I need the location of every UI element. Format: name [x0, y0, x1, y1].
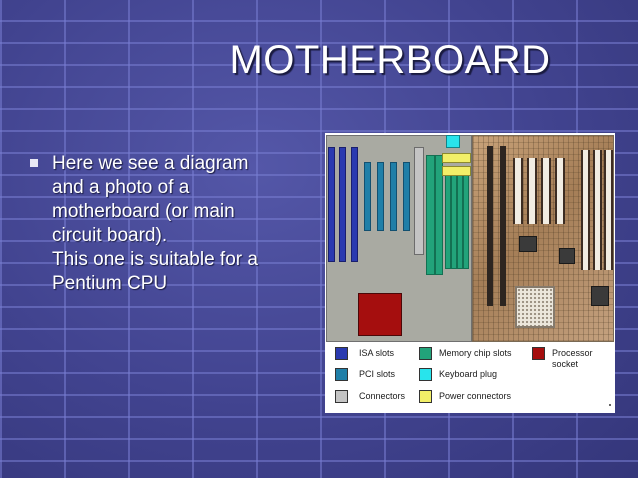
memory-chip-slots-swatch	[419, 347, 432, 360]
photo-chip	[519, 236, 537, 252]
stray-dot	[609, 404, 611, 406]
photo-processor-socket	[515, 286, 555, 328]
pci-slot	[390, 162, 397, 231]
photo-chip	[559, 248, 575, 264]
isa-slot	[328, 147, 335, 262]
pci-slot	[403, 162, 410, 231]
keyboard-plug	[446, 135, 460, 148]
diagram-legend: ISA slots PCI slots Connectors Memory ch…	[325, 345, 615, 413]
pci-slots-swatch	[335, 368, 348, 381]
legend-keyboard-plug: Keyboard plug	[439, 369, 497, 380]
legend-isa-slots: ISA slots	[359, 348, 394, 359]
isa-slot	[339, 147, 346, 262]
pci-slot	[364, 162, 371, 231]
photo-pci-slot	[541, 158, 551, 224]
legend-connectors: Connectors	[359, 391, 405, 402]
motherboard-figure: ISA slots PCI slots Connectors Memory ch…	[325, 133, 615, 413]
keyboard-plug-swatch	[419, 368, 432, 381]
legend-pci-slots: PCI slots	[359, 369, 395, 380]
memory-chip-slot	[426, 155, 435, 275]
slide-title: MOTHERBOARD	[150, 38, 630, 83]
bullet-line: and a photo of a	[52, 176, 330, 200]
photo-pci-slot	[527, 158, 537, 224]
bullet-line: Here we see a diagram	[52, 152, 330, 176]
legend-power-connectors: Power connectors	[439, 391, 511, 402]
square-bullet-icon	[30, 159, 38, 167]
photo-chip	[591, 286, 609, 306]
photo-memory-slot	[593, 150, 602, 270]
photo-pci-slot	[555, 158, 565, 224]
photo-isa-slot	[487, 146, 493, 306]
processor-socket-swatch	[532, 347, 545, 360]
bullet-line: motherboard (or main	[52, 200, 330, 224]
photo-pci-slot	[513, 158, 523, 224]
bullet-line: Pentium CPU	[52, 272, 330, 296]
connectors-swatch	[335, 390, 348, 403]
bullet-point: Here we see a diagram and a photo of a m…	[30, 152, 330, 296]
pci-slot	[377, 162, 384, 231]
motherboard-photo	[472, 135, 614, 342]
memory-chip-slot	[463, 175, 469, 269]
photo-memory-slot	[581, 150, 590, 270]
processor-socket	[358, 293, 402, 336]
bullet-line: This one is suitable for a	[52, 248, 330, 272]
legend-memory-chip-slots: Memory chip slots	[439, 348, 512, 359]
legend-processor-socket: Processor socket	[552, 348, 604, 370]
isa-slot	[351, 147, 358, 262]
power-connector	[442, 153, 471, 163]
motherboard-diagram	[326, 135, 472, 342]
isa-slots-swatch	[335, 347, 348, 360]
power-connectors-swatch	[419, 390, 432, 403]
bullet-text: Here we see a diagram and a photo of a m…	[52, 152, 330, 296]
photo-isa-slot	[500, 146, 506, 306]
connector	[414, 147, 424, 255]
bullet-line: circuit board).	[52, 224, 330, 248]
photo-memory-slot	[604, 150, 613, 270]
power-connector	[442, 166, 471, 176]
